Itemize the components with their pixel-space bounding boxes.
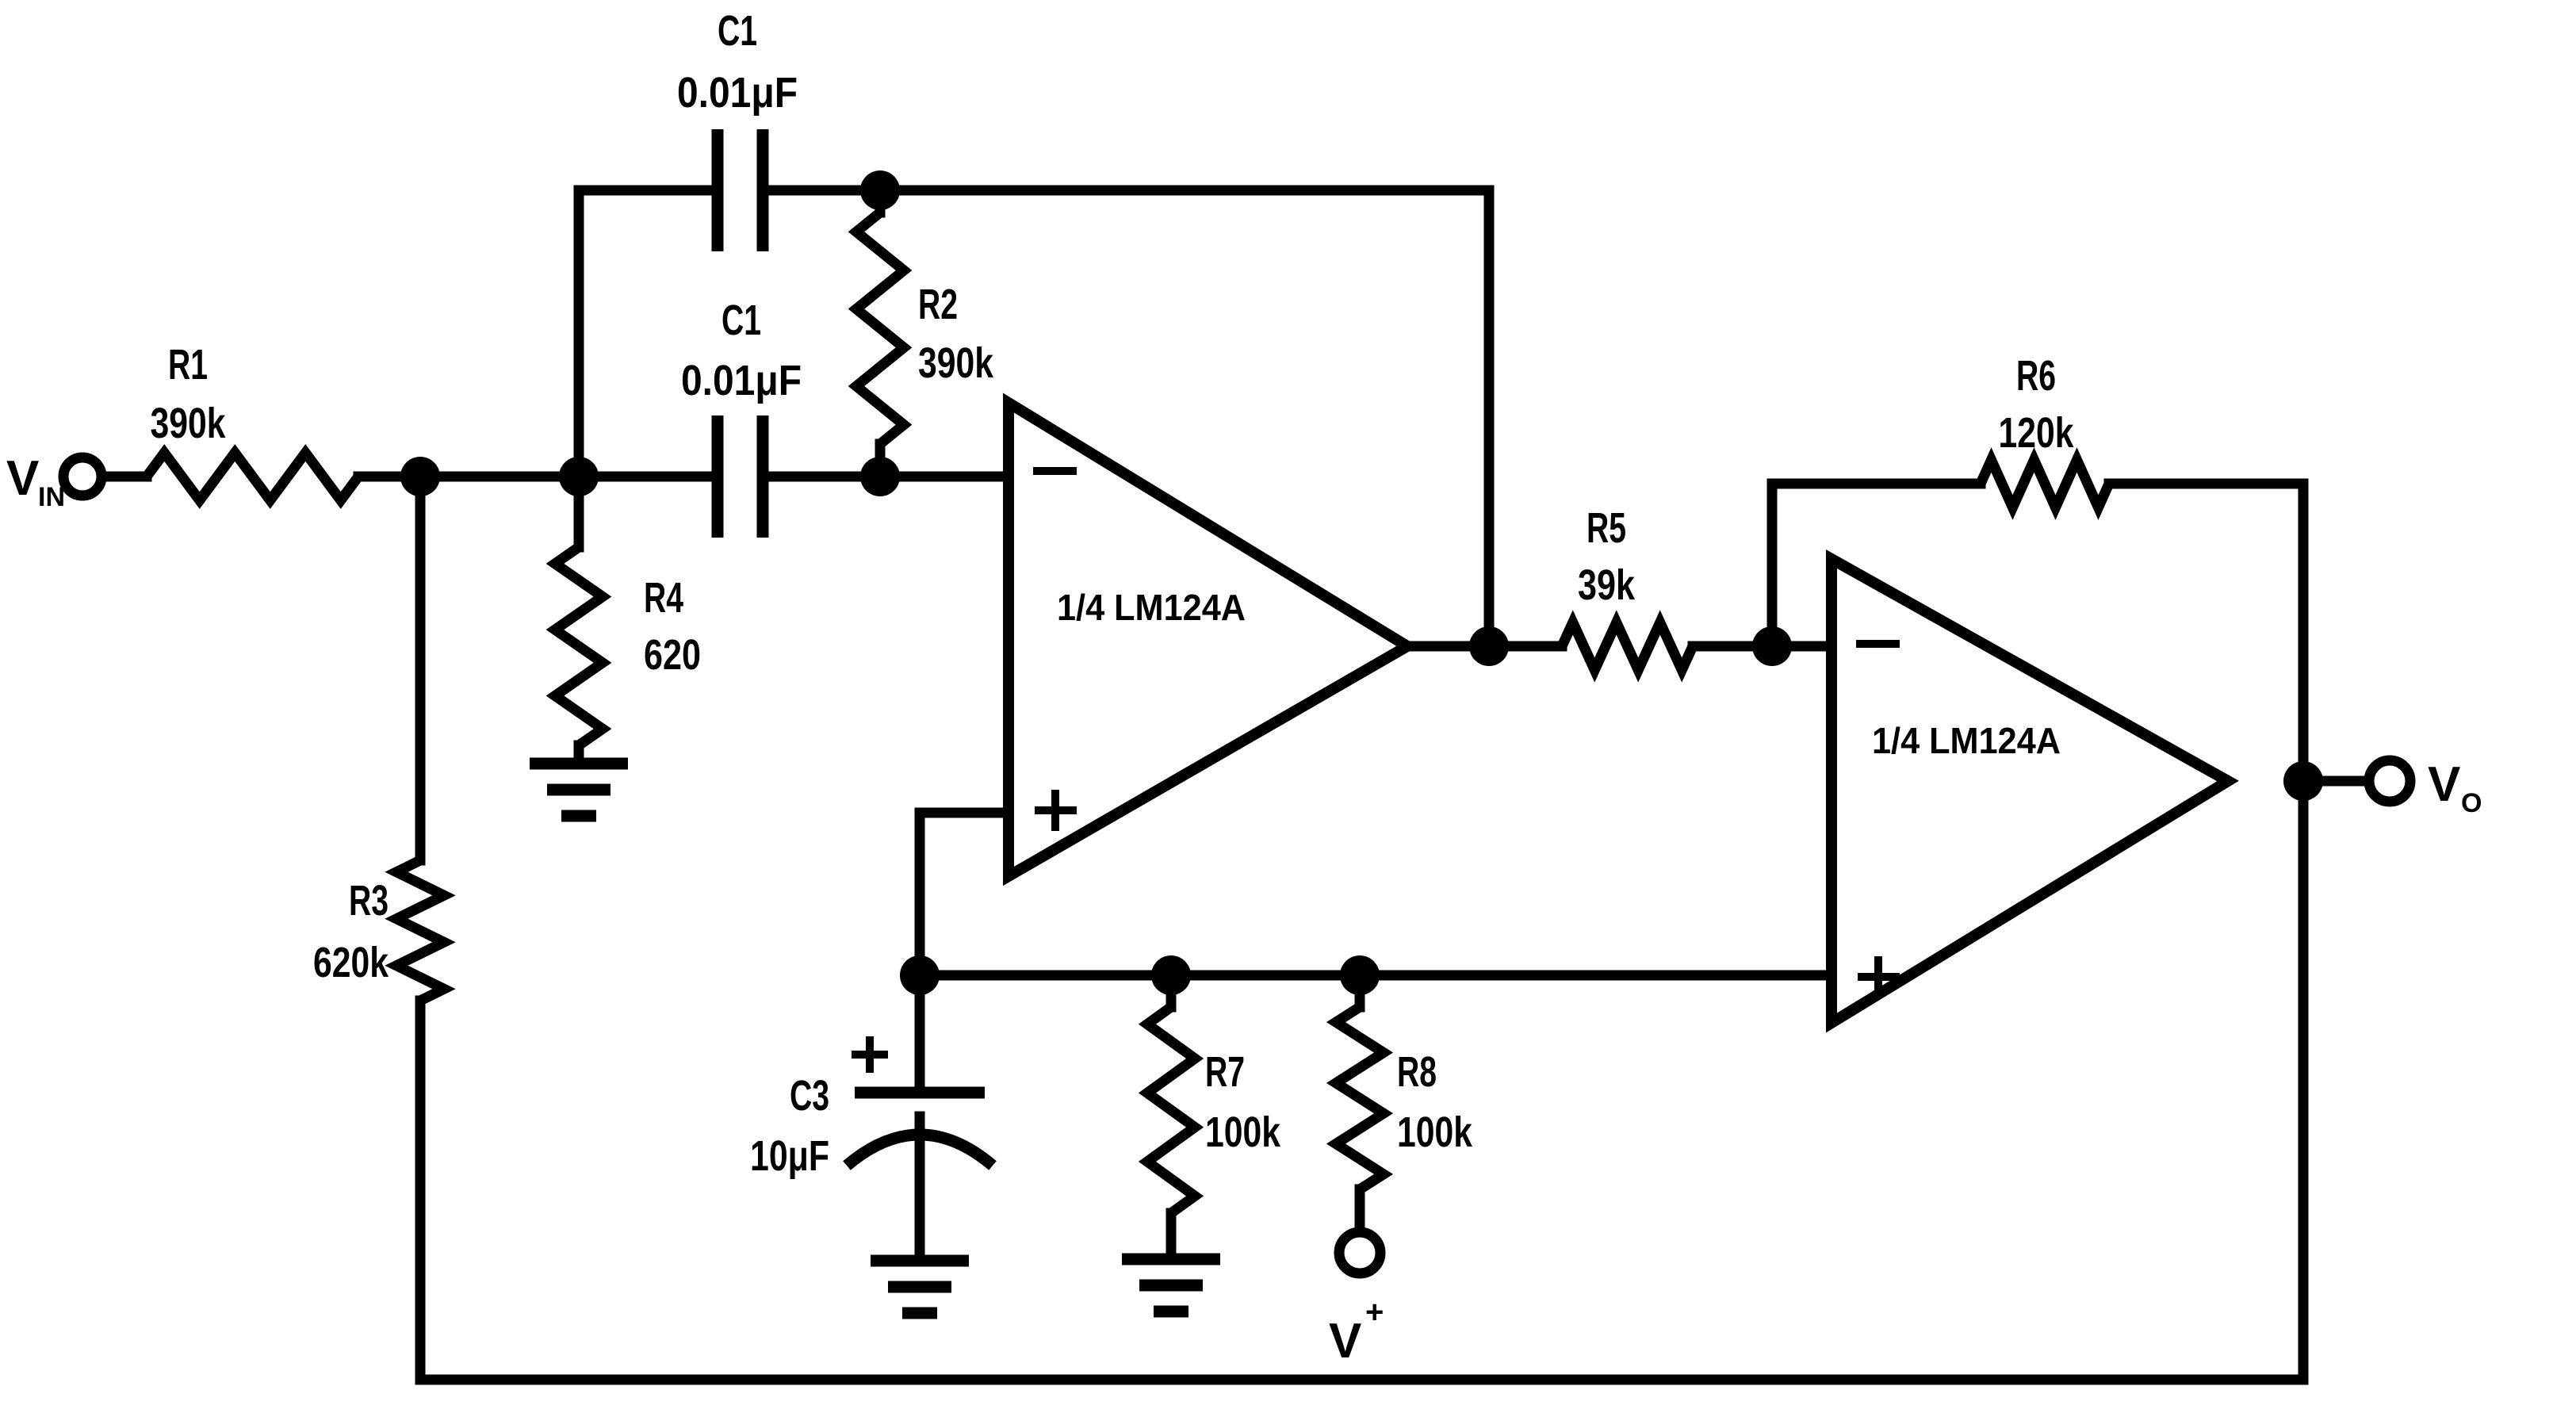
resistor-r5: R5 39k (1557, 504, 1698, 683)
resistor-r7: R7 100k (1138, 1002, 1281, 1218)
opamp-1-label: 1/4 LM124A (1057, 587, 1246, 628)
capacitor-c1-series-value: 0.01μF (681, 357, 802, 404)
ground-r4 (530, 757, 628, 822)
resistor-r2-value: 390k (918, 339, 994, 387)
vin-terminal-circle (58, 452, 107, 501)
ground-r7 (1122, 1253, 1220, 1318)
resistor-r2: R2 390k (848, 208, 994, 449)
capacitor-c3-name: C3 (790, 1072, 829, 1120)
resistor-r3-name: R3 (349, 877, 389, 925)
capacitor-c3-curved-plate (843, 1128, 997, 1170)
junction-r1-r3 (400, 457, 440, 496)
terminal-vout: V O (2364, 755, 2482, 818)
vin-label: V (6, 451, 39, 506)
junction-r2-bottom (860, 457, 900, 496)
opamp-1-triangle (1003, 392, 1418, 886)
resistor-r3-zigzag (385, 856, 456, 1005)
vplus-label-sup: + (1365, 1295, 1384, 1330)
junction-opamp2-out (2283, 761, 2323, 801)
resistor-r3: R3 620k (313, 856, 456, 1005)
resistor-r8: R8 100k (1326, 1002, 1473, 1194)
junction-r5-r6 (1752, 626, 1792, 666)
resistor-r4-name: R4 (644, 574, 683, 622)
capacitor-c1-top-name: C1 (718, 7, 757, 55)
junction-r7 (1151, 955, 1191, 995)
junction-c1-r4 (559, 457, 599, 496)
resistor-r7-value: 100k (1205, 1108, 1281, 1156)
resistor-r6: R6 120k (1976, 352, 2114, 520)
junction-c3 (900, 955, 940, 995)
capacitor-c1-top: C1 0.01μF (677, 7, 798, 251)
resistor-r8-name: R8 (1397, 1048, 1437, 1096)
resistor-r3-value: 620k (313, 939, 389, 986)
vplus-terminal-circle (1334, 1227, 1386, 1279)
opamp-1-plus-sign (1035, 790, 1077, 831)
resistor-r1-zigzag (142, 444, 363, 509)
resistor-r5-value: 39k (1578, 561, 1636, 609)
junction-r8 (1340, 955, 1380, 995)
vout-label: V (2428, 757, 2460, 812)
junction-dots (400, 170, 2323, 995)
terminal-vplus: V + (1329, 1227, 1386, 1369)
capacitor-c3: C3 10μF (750, 1036, 997, 1180)
opamp-2-plus-sign (1858, 956, 1900, 997)
vout-terminal-circle (2364, 755, 2416, 807)
resistor-r7-name: R7 (1205, 1048, 1245, 1096)
resistor-r4: R4 620 (545, 542, 701, 750)
opamp-2-label: 1/4 LM124A (1872, 720, 2061, 761)
resistor-r1-value: 390k (151, 400, 227, 447)
capacitor-c1-series-plates (711, 415, 769, 538)
opamp-1: 1/4 LM124A (1003, 392, 1418, 886)
capacitor-c3-polarity-plus (852, 1036, 888, 1073)
resistor-r1: R1 390k (142, 341, 363, 509)
junction-opamp1-out (1469, 626, 1509, 666)
capacitor-c1-series: C1 0.01μF (681, 297, 802, 538)
resistor-r7-zigzag (1138, 1002, 1204, 1218)
resistor-r6-name: R6 (2016, 352, 2056, 400)
vout-label-sub: O (2461, 788, 2482, 818)
ground-c3 (871, 1254, 969, 1319)
resistor-r8-value: 100k (1397, 1108, 1473, 1156)
resistor-r8-zigzag (1326, 1002, 1394, 1194)
capacitor-c1-top-plates (711, 129, 769, 251)
junction-r2-top (860, 170, 900, 210)
capacitor-c1-series-name: C1 (722, 297, 761, 344)
resistor-r2-zigzag (848, 208, 913, 449)
resistor-r1-name: R1 (168, 341, 208, 389)
opamp-2: 1/4 LM124A (1826, 549, 2239, 1033)
resistor-r4-zigzag (545, 542, 612, 750)
resistor-r4-value: 620 (644, 631, 701, 679)
resistor-r6-zigzag (1976, 447, 2114, 520)
resistor-r5-name: R5 (1587, 504, 1626, 552)
vin-label-sub: IN (38, 482, 65, 512)
vplus-label: V (1329, 1314, 1361, 1369)
resistor-r6-value: 120k (1999, 409, 2075, 457)
capacitor-c3-value: 10μF (750, 1132, 829, 1180)
resistor-r5-zigzag (1557, 610, 1698, 683)
terminal-vin: V IN (6, 451, 107, 512)
resistor-r2-name: R2 (918, 281, 958, 328)
opamp-2-triangle (1826, 549, 2239, 1033)
capacitor-c1-top-value: 0.01μF (677, 69, 798, 117)
